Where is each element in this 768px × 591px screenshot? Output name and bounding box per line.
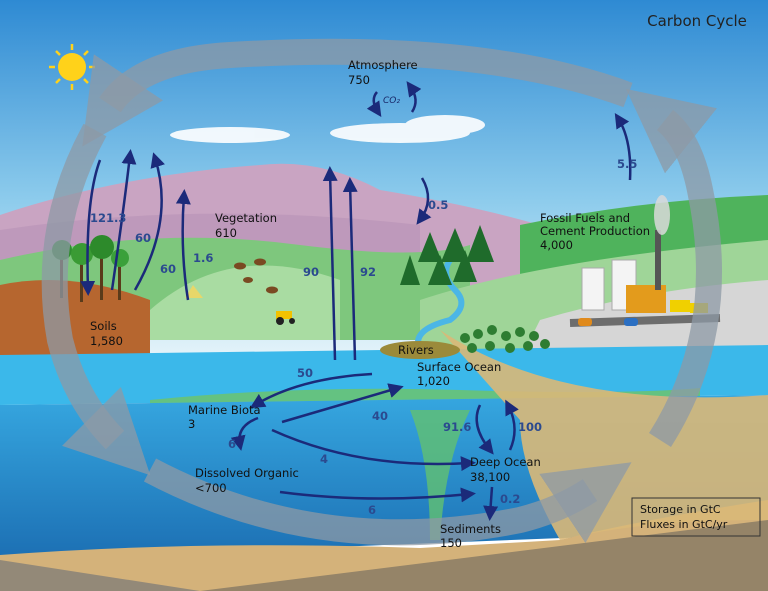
deep-ocean-label: Deep Ocean <box>470 455 541 469</box>
atmosphere-value: 750 <box>348 73 370 87</box>
rivers-label: Rivers <box>398 343 434 357</box>
legend-fluxes: Fluxes in GtC/yr <box>640 518 728 531</box>
dissolved-organic-label: Dissolved Organic <box>195 466 299 480</box>
sand-slope <box>440 330 768 540</box>
fossil-label-line2: Cement Production <box>540 224 650 238</box>
sediments-value: 150 <box>440 536 462 550</box>
flux-4: 4 <box>320 452 328 466</box>
flux-100: 100 <box>518 420 542 434</box>
legend: Storage in GtC Fluxes in GtC/yr <box>631 497 761 537</box>
soils-value: 1,580 <box>90 334 123 348</box>
haystack-icon <box>185 285 203 298</box>
flux-arrows <box>80 81 632 521</box>
delta-trees <box>460 325 550 353</box>
flux-1-6: 1.6 <box>193 251 213 265</box>
flux-0-2: 0.2 <box>500 492 520 506</box>
flux-91-6: 91.6 <box>443 420 471 434</box>
flux-90: 90 <box>303 265 319 279</box>
sediments-label: Sediments <box>440 522 501 536</box>
soils-label: Soils <box>90 319 117 333</box>
flux-60-b: 60 <box>160 262 176 276</box>
flux-6-b: 6 <box>368 503 376 517</box>
dissolved-organic-value: <700 <box>195 481 227 495</box>
flux-5-5: 5.5 <box>617 157 637 171</box>
tractor-icon <box>276 311 295 325</box>
marine-biota-label: Marine Biota <box>188 403 261 417</box>
flux-0-5: 0.5 <box>428 198 448 212</box>
flux-40: 40 <box>372 409 388 423</box>
flux-50: 50 <box>297 366 313 380</box>
cattle <box>234 258 278 294</box>
fossil-label-line1: Fossil Fuels and <box>540 211 630 225</box>
vegetation-value: 610 <box>215 226 237 240</box>
flux-6-a: 6 <box>228 437 236 451</box>
co2-label: CO₂ <box>383 96 400 106</box>
legend-storage: Storage in GtC <box>640 503 721 516</box>
atmosphere-label: Atmosphere <box>348 58 418 72</box>
flux-60-a: 60 <box>135 231 151 245</box>
conifer-trees <box>400 225 494 285</box>
surface-ocean-value: 1,020 <box>417 374 450 388</box>
marine-biota-value: 3 <box>188 417 195 431</box>
fossil-value: 4,000 <box>540 238 573 252</box>
deep-ocean-value: 38,100 <box>470 470 510 484</box>
surface-ocean-label: Surface Ocean <box>417 360 501 374</box>
vegetation-label: Vegetation <box>215 211 277 225</box>
clouds <box>170 115 485 143</box>
flux-121-3: 121.3 <box>90 211 126 225</box>
soil-block <box>0 280 150 360</box>
river-delta <box>380 341 460 359</box>
flux-92: 92 <box>360 265 376 279</box>
cycle-arrows <box>41 38 722 546</box>
diagram-title: Carbon Cycle <box>647 12 747 30</box>
